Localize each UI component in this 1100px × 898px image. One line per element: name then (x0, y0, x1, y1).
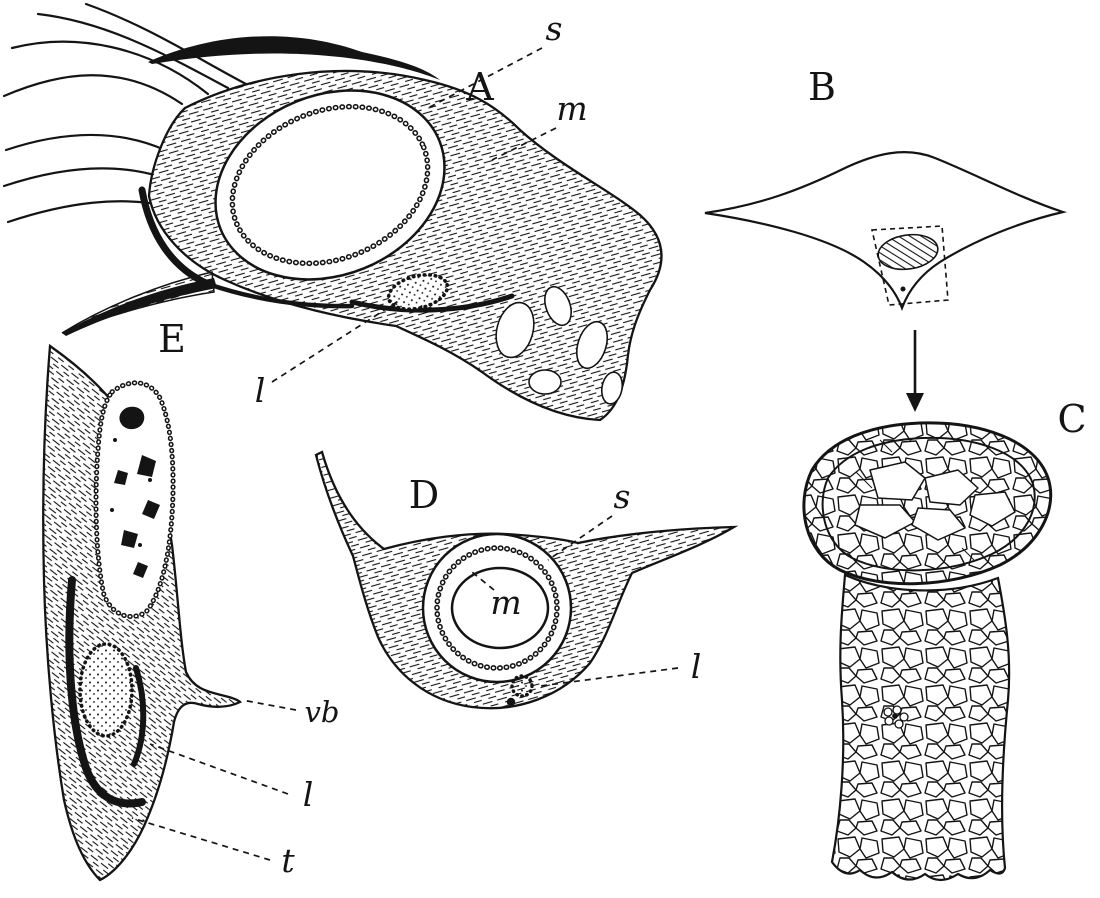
bottom-dot (506, 697, 516, 707)
black-arc-beside-oval (131, 665, 147, 767)
cap-shading-lines (855, 439, 975, 561)
panel-c: C (802, 397, 1087, 882)
left-black-edge (138, 186, 212, 288)
leader-m-d (471, 571, 495, 591)
label-s-d: s (614, 477, 631, 516)
label-m-a: m (556, 89, 587, 128)
vascular-strand-cells (883, 705, 909, 729)
sac-spore-blotches (110, 406, 160, 578)
label-l-e: l (303, 775, 314, 814)
tail-air-gaps (495, 285, 624, 405)
stalk-cell-tissue (832, 575, 1010, 880)
leader-l-a (271, 299, 401, 383)
stalk-black-band (62, 278, 217, 336)
label-vb-e: vb (305, 695, 340, 729)
label-l-d: l (691, 647, 702, 686)
label-t-e: t (281, 841, 295, 880)
cap-cell-tissue (803, 422, 1051, 584)
cap-central-cells (854, 461, 1016, 541)
leader-l-e (149, 743, 289, 795)
leader-m-a (491, 127, 557, 161)
panel-letter-a: A (465, 65, 494, 109)
sorus-dot (900, 286, 906, 292)
panel-letter-d: D (409, 473, 439, 517)
sorus-dashed-region (871, 225, 949, 306)
leaf-trace-black-line (349, 293, 515, 313)
label-s-a: s (546, 9, 563, 48)
panel-e: E vb l t (42, 317, 340, 882)
label-l-a: l (255, 371, 266, 410)
lower-black-edge (205, 281, 355, 309)
thick-black-curve (65, 576, 146, 808)
panel-a: A s m l (2, 2, 663, 422)
panel-letter-b: B (808, 65, 836, 109)
label-m-d: m (490, 583, 521, 622)
panel-b: B (703, 65, 1065, 412)
leaf-trace-circle (510, 674, 534, 698)
panel-d: D s m l (314, 450, 736, 710)
sorus-hatched-spot (877, 233, 939, 271)
arrow-head-icon (906, 393, 924, 412)
leader-s-d (547, 515, 613, 561)
top-black-streak (148, 36, 440, 80)
lower-bundle-oval (78, 642, 134, 738)
panel-letter-e: E (158, 317, 186, 361)
panel-letter-c: C (1057, 397, 1086, 441)
leader-vb-e (241, 699, 297, 711)
stalk-fiber-lines (2, 2, 248, 224)
leader-l-d (539, 667, 679, 687)
leader-t-e (131, 817, 271, 861)
